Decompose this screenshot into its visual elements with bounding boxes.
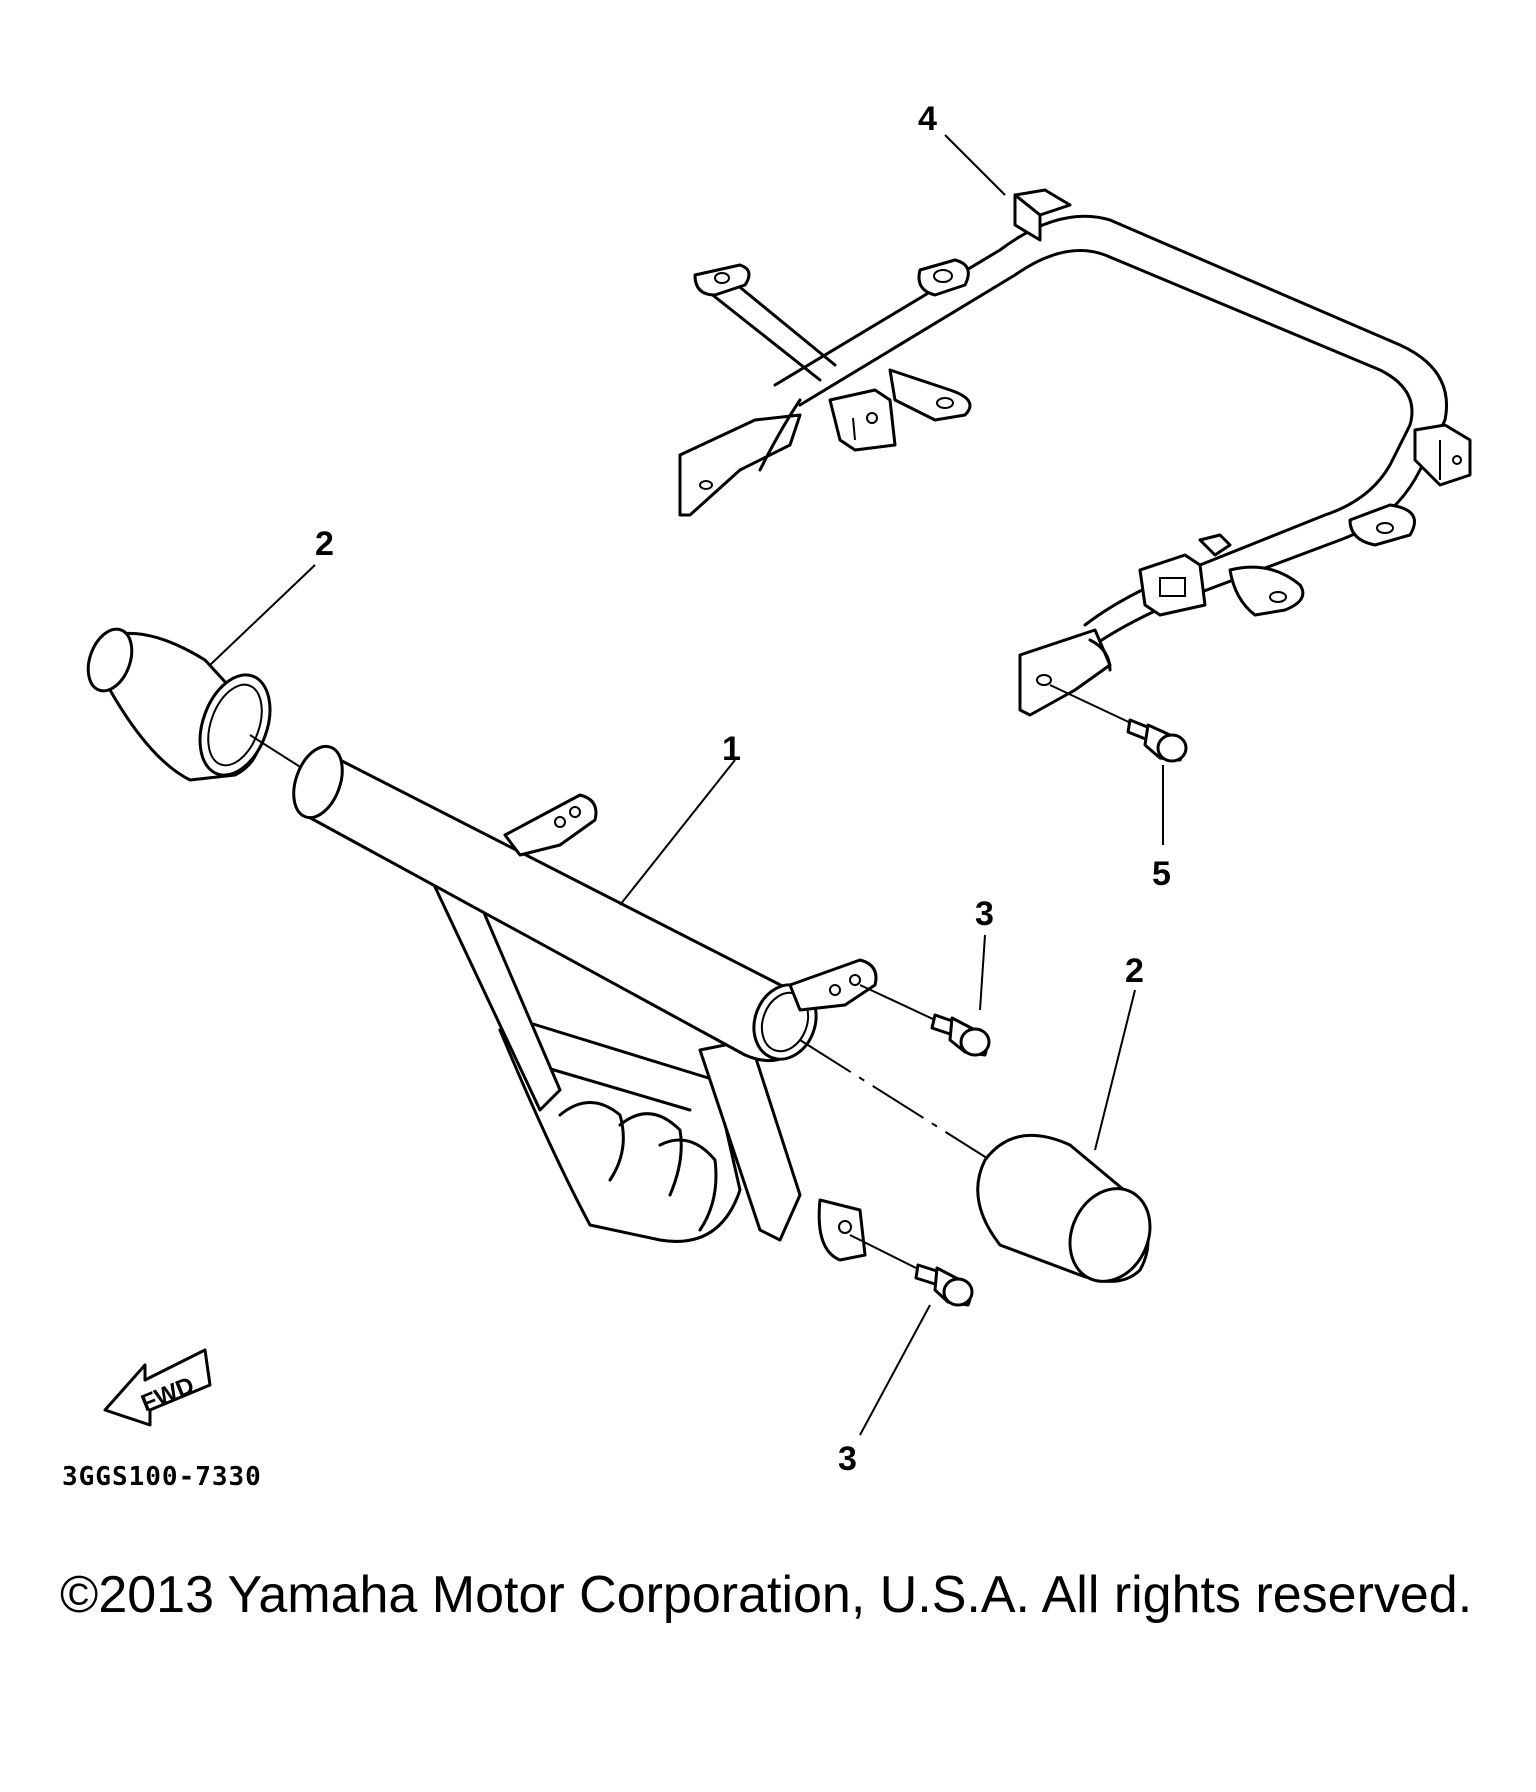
callout-2-right: 2: [1125, 952, 1144, 990]
drawing-code: 3GGS100-7330: [62, 1462, 262, 1492]
callout-3-upper: 3: [975, 895, 994, 933]
callout-2-left: 2: [315, 525, 334, 563]
bolt-3-lower: [849, 1234, 974, 1307]
copyright-notice: ©2013 Yamaha Motor Corporation, U.S.A. A…: [60, 1566, 1472, 1624]
callout-5: 5: [1152, 855, 1171, 893]
end-cap-right: [799, 1039, 1152, 1283]
callout-1: 1: [722, 730, 741, 768]
callout-4: 4: [918, 100, 937, 138]
callout-3-lower: 3: [838, 1440, 857, 1478]
leader-lines: [209, 134, 1136, 1436]
rear-frame-bracket: [678, 188, 1472, 717]
bolt-3-upper: [859, 984, 991, 1057]
bolt-5: [1049, 684, 1188, 845]
front-bumper-bar: [292, 744, 878, 1262]
end-cap-left: [86, 627, 306, 782]
fwd-arrow-icon: FWD: [103, 1348, 212, 1427]
